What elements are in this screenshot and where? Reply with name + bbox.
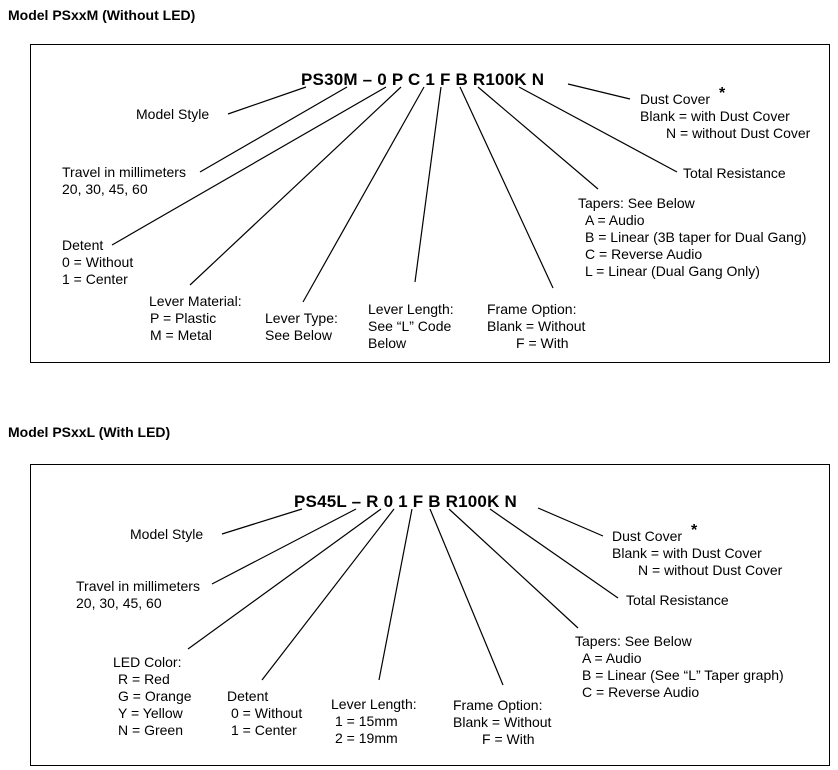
travel-values: 20, 30, 45, 60 — [62, 181, 148, 197]
frame-option-f: F = With — [482, 731, 535, 747]
label-travel-l: Travel in millimeters 20, 30, 45, 60 — [76, 578, 200, 612]
frame-option-f: F = With — [516, 335, 569, 351]
detent-option-1: 1 = Center — [231, 722, 297, 738]
label-tapers-m: Tapers: See Below A = Audio B = Linear (… — [578, 195, 806, 280]
tapers-title: Tapers: See Below — [578, 195, 695, 211]
lever-length-1: 1 = 15mm — [335, 713, 398, 729]
leader-total-resistance-l — [489, 508, 619, 599]
frame-option-blank: Blank = Without — [487, 318, 586, 334]
lever-material-p: P = Plastic — [150, 310, 217, 326]
detent-option-1: 1 = Center — [62, 271, 128, 287]
label-lever-length-l: Lever Length: 1 = 15mm 2 = 19mm — [331, 696, 417, 747]
frame-option-blank: Blank = Without — [453, 714, 552, 730]
label-model-style-l: Model Style — [130, 526, 204, 542]
detent-option-0: 0 = Without — [231, 705, 303, 721]
dust-cover-title: Dust Cover — [612, 528, 683, 544]
dust-cover-n: N = without Dust Cover — [666, 125, 811, 141]
lever-length-title: Lever Length: — [368, 301, 454, 317]
led-color-g: G = Orange — [118, 688, 192, 704]
dust-cover-blank: Blank = with Dust Cover — [612, 545, 762, 561]
lever-type-note: See Below — [265, 327, 332, 343]
leader-tapers-m — [477, 86, 599, 190]
label-total-resistance-l: Total Resistance — [626, 592, 729, 608]
leader-detent-m — [111, 86, 387, 246]
dust-cover-title: Dust Cover — [640, 91, 711, 107]
taper-b: B = Linear (3B taper for Dual Gang) — [585, 229, 807, 245]
heading-model-m: Model PSxxM (Without LED) — [8, 7, 196, 23]
heading-model-l: Model PSxxL (With LED) — [8, 424, 171, 440]
leader-detent-l — [261, 508, 395, 681]
detent-option-0: 0 = Without — [62, 254, 134, 270]
leader-tapers-l — [448, 508, 579, 629]
detent-title: Detent — [227, 688, 269, 704]
leader-lever-type-m — [302, 86, 425, 303]
lever-length-note-1: See “L” Code — [368, 318, 452, 334]
led-color-r: R = Red — [118, 671, 170, 687]
label-dust-cover-l: Dust Cover Blank = with Dust Cover N = w… — [612, 528, 782, 579]
diagram-box-model-l — [30, 464, 830, 766]
label-total-resistance-m: Total Resistance — [683, 165, 786, 181]
label-lever-length-m: Lever Length: See “L” Code Below — [368, 301, 454, 352]
leader-frame-option-l — [429, 508, 504, 686]
label-travel-m: Travel in millimeters 20, 30, 45, 60 — [62, 164, 186, 198]
leader-model-style-l — [221, 508, 303, 535]
lever-length-2: 2 = 19mm — [335, 730, 398, 746]
diagram-box-model-m — [30, 44, 830, 363]
part-code-model-l: PS45L – R 0 1 F B R100K N — [294, 492, 517, 511]
label-lever-material-m: Lever Material: P = Plastic M = Metal — [149, 293, 242, 344]
label-detent-m: Detent 0 = Without 1 = Center — [62, 237, 133, 288]
travel-values: 20, 30, 45, 60 — [76, 595, 162, 611]
leader-travel-m — [199, 86, 348, 173]
dust-cover-n: N = without Dust Cover — [638, 562, 783, 578]
lever-length-title: Lever Length: — [331, 696, 417, 712]
taper-c: C = Reverse Audio — [582, 684, 700, 700]
frame-option-title: Frame Option: — [487, 301, 577, 317]
leader-total-resistance-m — [518, 86, 678, 173]
footnote-star-l: * — [691, 522, 698, 539]
leader-dust-cover-l — [537, 507, 604, 537]
taper-a: A = Audio — [585, 212, 645, 228]
leader-travel-l — [211, 508, 357, 585]
label-model-style-m: Model Style — [136, 106, 210, 122]
leader-frame-option-m — [459, 86, 554, 289]
tapers-title: Tapers: See Below — [575, 633, 692, 649]
led-color-y: Y = Yellow — [118, 705, 183, 721]
leader-model-style-m — [227, 86, 307, 115]
leader-dust-cover-m — [567, 83, 631, 100]
label-tapers-l: Tapers: See Below A = Audio B = Linear (… — [575, 633, 784, 701]
taper-c: C = Reverse Audio — [585, 246, 703, 262]
leader-lever-length-l — [378, 508, 413, 681]
label-lever-type-m: Lever Type: See Below — [265, 310, 338, 344]
taper-b: B = Linear (See “L” Taper graph) — [582, 667, 784, 683]
lever-material-title: Lever Material: — [149, 293, 242, 309]
lever-type-title: Lever Type: — [265, 310, 338, 326]
travel-title: Travel in millimeters — [62, 164, 186, 180]
lever-material-m: M = Metal — [150, 327, 212, 343]
dust-cover-blank: Blank = with Dust Cover — [640, 108, 790, 124]
leader-lever-material-m — [189, 86, 402, 286]
footnote-star-m: * — [719, 85, 726, 102]
taper-a: A = Audio — [582, 650, 642, 666]
taper-l: L = Linear (Dual Gang Only) — [585, 263, 760, 279]
part-code-model-m: PS30M – 0 P C 1 F B R100K N — [301, 70, 545, 89]
detent-title: Detent — [62, 237, 104, 253]
label-frame-option-m: Frame Option: Blank = Without F = With — [487, 301, 585, 352]
label-led-color-l: LED Color: R = Red G = Orange Y = Yellow… — [113, 654, 192, 739]
label-detent-l: Detent 0 = Without 1 = Center — [227, 688, 302, 739]
travel-title: Travel in millimeters — [76, 578, 200, 594]
leader-led-color-l — [187, 508, 382, 650]
leader-lever-length-m — [414, 86, 442, 283]
label-frame-option-l: Frame Option: Blank = Without F = With — [453, 697, 551, 748]
led-color-n: N = Green — [118, 722, 183, 738]
lever-length-note-2: Below — [368, 335, 407, 351]
frame-option-title: Frame Option: — [453, 697, 543, 713]
label-dust-cover-m: Dust Cover Blank = with Dust Cover N = w… — [640, 91, 810, 142]
led-color-title: LED Color: — [113, 654, 182, 670]
